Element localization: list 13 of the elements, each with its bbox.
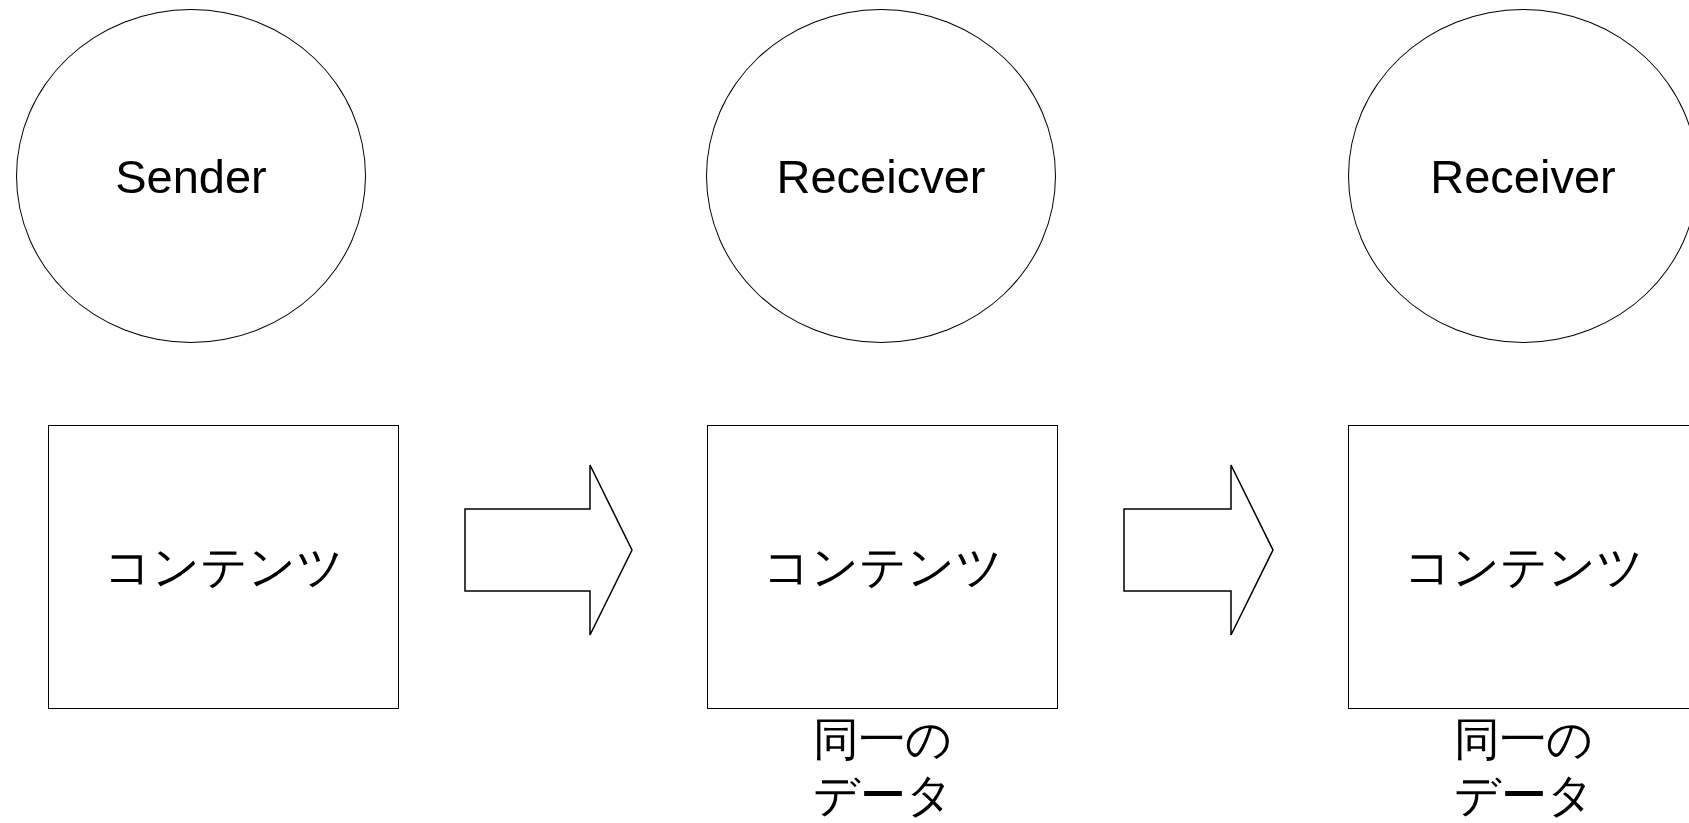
content-box: [707, 425, 1058, 709]
content-box: [48, 425, 399, 709]
role-label: Receicver: [776, 148, 986, 204]
content-box: [1348, 425, 1689, 709]
caption-text: 同一のデータ: [811, 712, 954, 823]
block-arrow: [464, 464, 633, 636]
role-label: Sender: [115, 148, 267, 204]
content-label: コンテンツ: [1403, 538, 1644, 595]
caption-text: 同一のデータ: [1452, 712, 1595, 823]
block-arrow: [1123, 464, 1274, 636]
role-label: Receiver: [1430, 148, 1616, 204]
content-label: コンテンツ: [103, 538, 344, 595]
content-label: コンテンツ: [762, 538, 1003, 595]
